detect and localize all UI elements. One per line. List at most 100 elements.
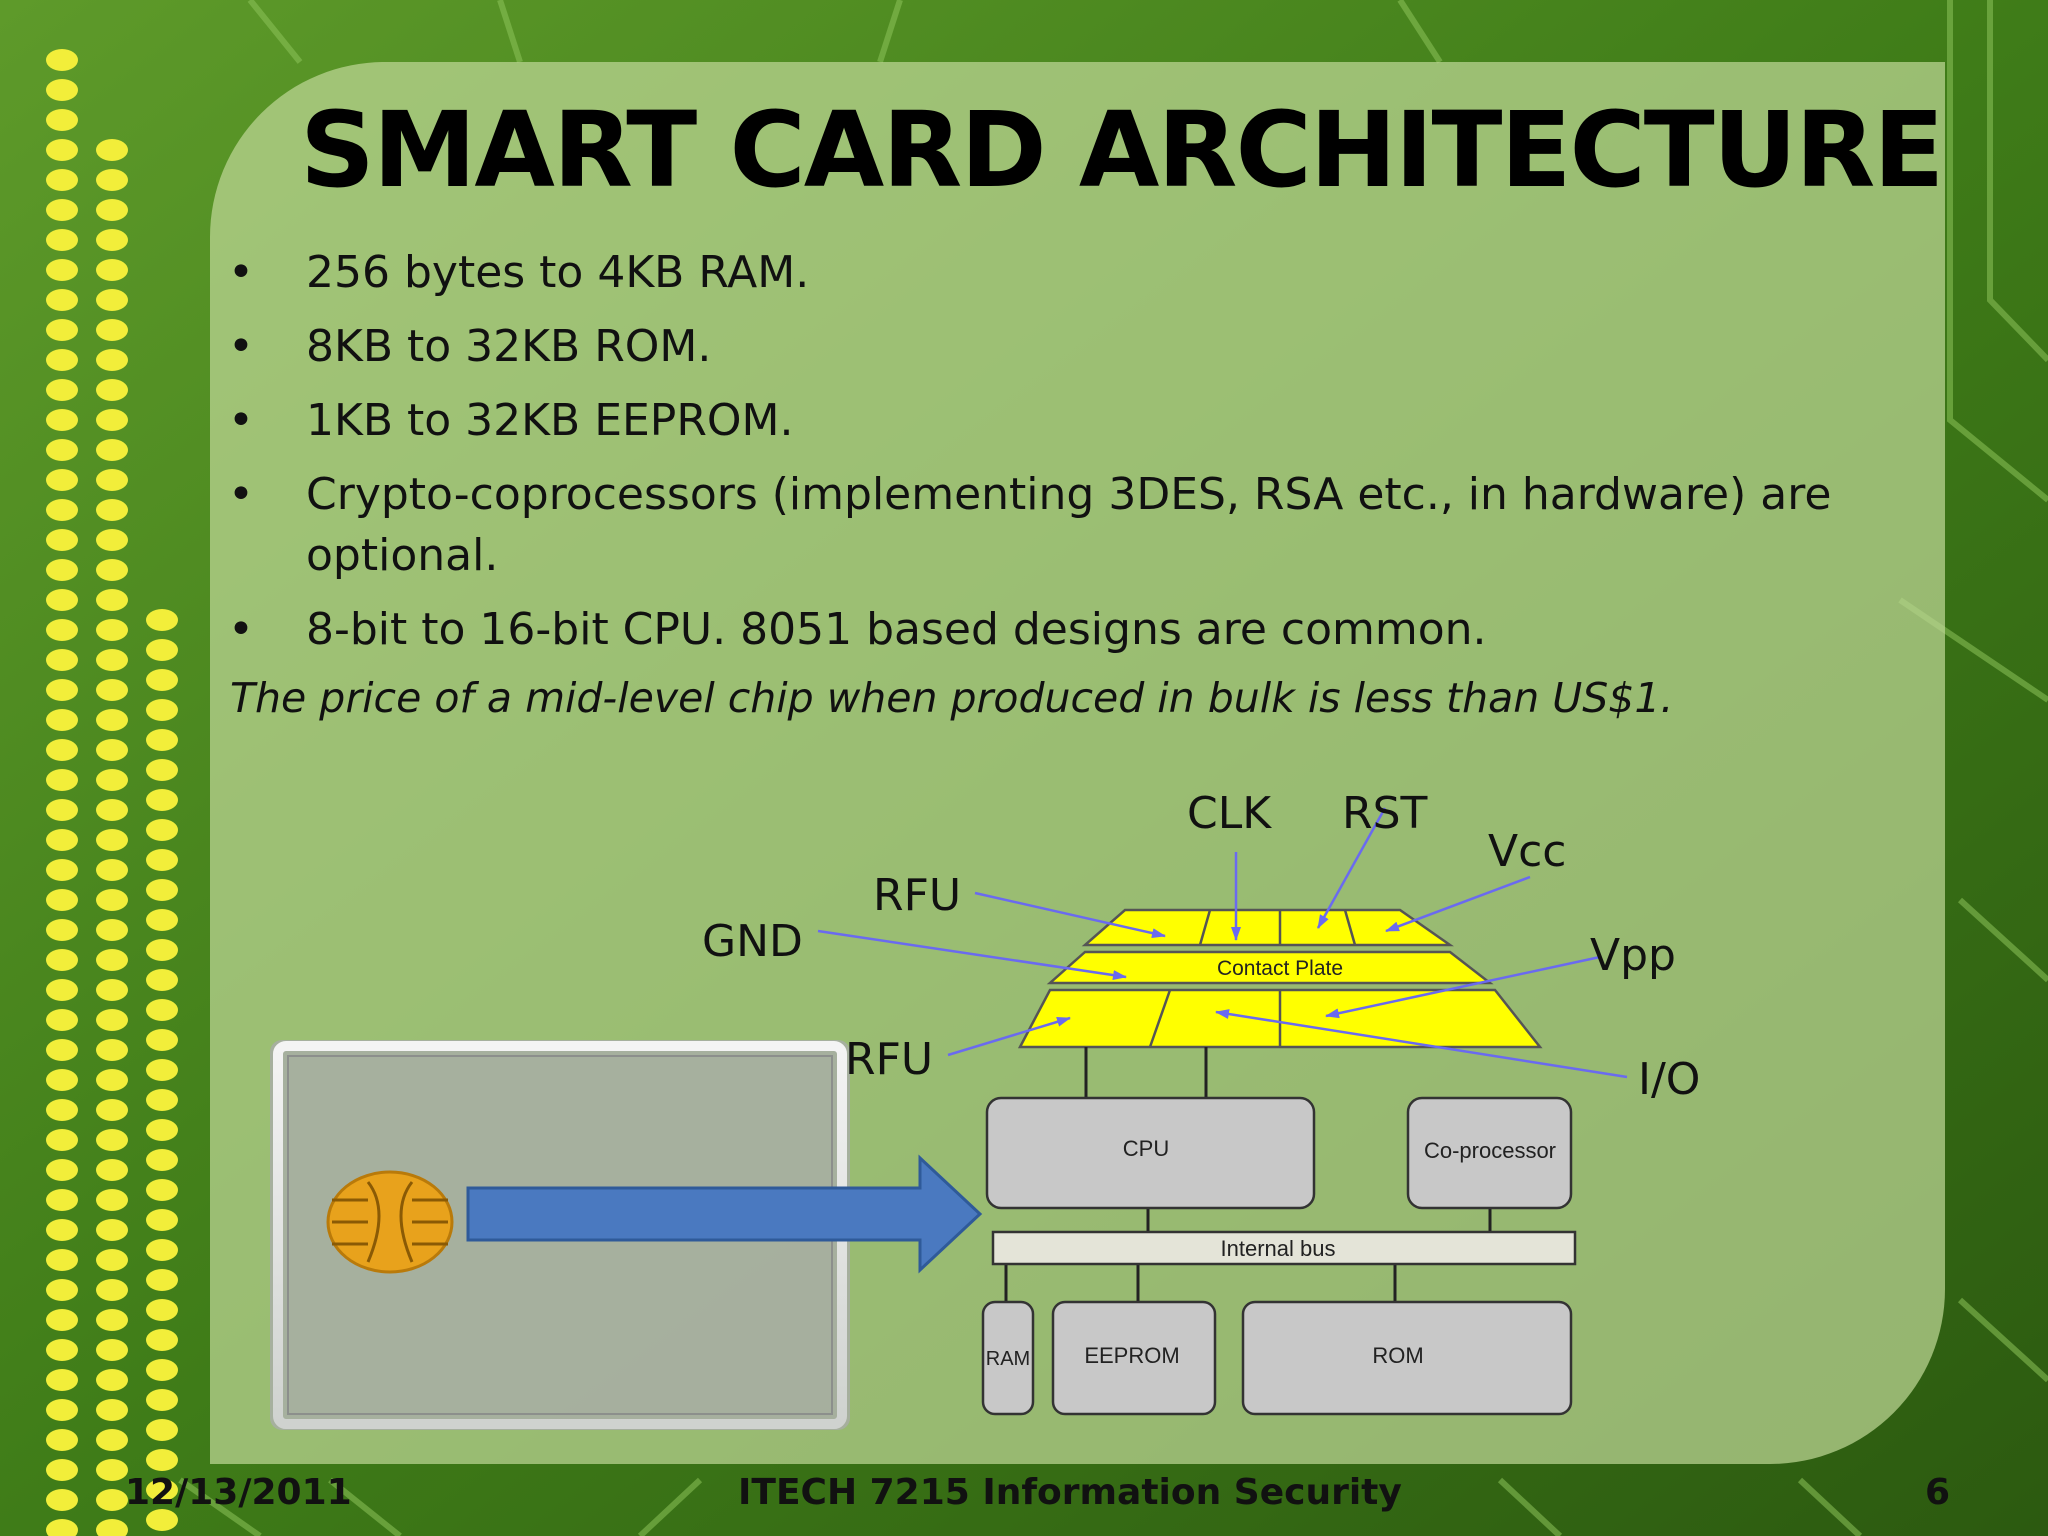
decorative-dot: [96, 889, 128, 911]
decorative-dot: [96, 1339, 128, 1361]
decorative-dot: [46, 1039, 78, 1061]
rfu-top-label: RFU: [873, 870, 961, 921]
decorative-dot: [146, 1209, 178, 1231]
decorative-dot: [146, 1359, 178, 1381]
decorative-dot: [96, 769, 128, 791]
decorative-dot: [46, 1129, 78, 1151]
cpu-block: [985, 1096, 1316, 1210]
decorative-dot: [46, 109, 78, 131]
pointer-lines: [817, 807, 1628, 1079]
decorative-dot: [96, 1309, 128, 1331]
decorative-dot: [146, 1149, 178, 1171]
io-label: I/O: [1638, 1054, 1700, 1105]
decorative-dot: [46, 199, 78, 221]
connector-lines: [1004, 1047, 1492, 1302]
decorative-dot: [96, 139, 128, 161]
decorative-dot: [146, 1239, 178, 1261]
decorative-dot: [46, 1519, 78, 1536]
decorative-dot: [46, 709, 78, 731]
decorative-dot: [46, 1339, 78, 1361]
decorative-dot: [96, 529, 128, 551]
decorative-dot: [46, 1159, 78, 1181]
decorative-dot: [96, 589, 128, 611]
decorative-dot: [46, 289, 78, 311]
decorative-dot: [146, 669, 178, 691]
gnd-label: GND: [702, 916, 803, 967]
decorative-dot: [96, 229, 128, 251]
decorative-dot: [46, 49, 78, 71]
decorative-dot: [46, 799, 78, 821]
bullet-text: 256 bytes to 4KB RAM.: [306, 247, 810, 298]
decorative-dot: [146, 1389, 178, 1411]
decorative-dot: [46, 1219, 78, 1241]
decorative-dot: [46, 829, 78, 851]
bullet-symbol: •: [228, 469, 254, 520]
decorative-dot: [46, 949, 78, 971]
contact-plate: [1017, 908, 1543, 1049]
decorative-dot: [146, 969, 178, 991]
decorative-dot: [96, 1489, 128, 1511]
bullet-text: 8KB to 32KB ROM.: [306, 321, 712, 372]
decorative-dot: [146, 1449, 178, 1471]
decorative-dot: [96, 1069, 128, 1091]
decorative-dot: [96, 799, 128, 821]
decorative-dot: [46, 559, 78, 581]
decorative-dot: [96, 979, 128, 1001]
decorative-dot: [146, 849, 178, 871]
decorative-dot: [146, 1179, 178, 1201]
decorative-dot: [46, 229, 78, 251]
decorative-dot: [146, 1509, 178, 1531]
decorative-dot: [46, 739, 78, 761]
decorative-dot: [146, 819, 178, 841]
decorative-dot: [146, 1059, 178, 1081]
decorative-dot: [46, 859, 78, 881]
coprocessor-block: [1406, 1096, 1573, 1210]
decorative-dot: [146, 699, 178, 721]
footer-page-number: 6: [1925, 1472, 1951, 1513]
decorative-dot: [96, 1129, 128, 1151]
card-to-chip-arrow: [466, 1154, 983, 1274]
decorative-dot: [146, 609, 178, 631]
decorative-dot: [46, 379, 78, 401]
cpu-label: CPU: [1123, 1136, 1169, 1161]
decorative-dot: [96, 169, 128, 191]
bullet-symbol: •: [228, 604, 254, 655]
bullet-list: •256 bytes to 4KB RAM. •8KB to 32KB ROM.…: [228, 242, 1908, 673]
decorative-dot: [96, 709, 128, 731]
decorative-dot: [96, 679, 128, 701]
decorative-dot: [46, 1279, 78, 1301]
rom-label: ROM: [1372, 1343, 1423, 1368]
rfu-bottom-label: RFU: [845, 1034, 933, 1085]
footer-course: ITECH 7215 Information Security: [738, 1472, 1402, 1513]
slide-title: SMART CARD ARCHITECTURE: [300, 89, 1944, 211]
decorative-dot: [96, 1159, 128, 1181]
decorative-dot: [46, 979, 78, 1001]
decorative-dot: [146, 939, 178, 961]
decorative-dot: [146, 999, 178, 1021]
contact-plate-label: Contact Plate: [1217, 957, 1343, 980]
bullet-text: Crypto-coprocessors (implementing 3DES, …: [306, 469, 1832, 581]
decorative-dot: [96, 919, 128, 941]
decorative-dot: [46, 589, 78, 611]
decorative-dot: [146, 789, 178, 811]
decorative-dot: [96, 469, 128, 491]
decorative-dot: [46, 409, 78, 431]
decorative-dot: [46, 619, 78, 641]
decorative-dot: [46, 679, 78, 701]
coprocessor-label: Co-processor: [1424, 1138, 1556, 1163]
decorative-dot: [96, 439, 128, 461]
decorative-dot: [146, 759, 178, 781]
bullet-item: •8-bit to 16-bit CPU. 8051 based designs…: [228, 599, 1908, 660]
decorative-dot: [46, 769, 78, 791]
decorative-dot: [96, 1249, 128, 1271]
decorative-dot: [146, 1479, 178, 1501]
decorative-dot: [46, 529, 78, 551]
decorative-dot: [96, 1429, 128, 1451]
decorative-dot: [96, 619, 128, 641]
decorative-dot: [146, 1299, 178, 1321]
price-note: The price of a mid-level chip when produ…: [230, 674, 1674, 722]
decorative-dot: [46, 1489, 78, 1511]
decorative-dot: [46, 169, 78, 191]
bullet-item: •256 bytes to 4KB RAM.: [228, 242, 1908, 303]
decorative-dot: [96, 1219, 128, 1241]
